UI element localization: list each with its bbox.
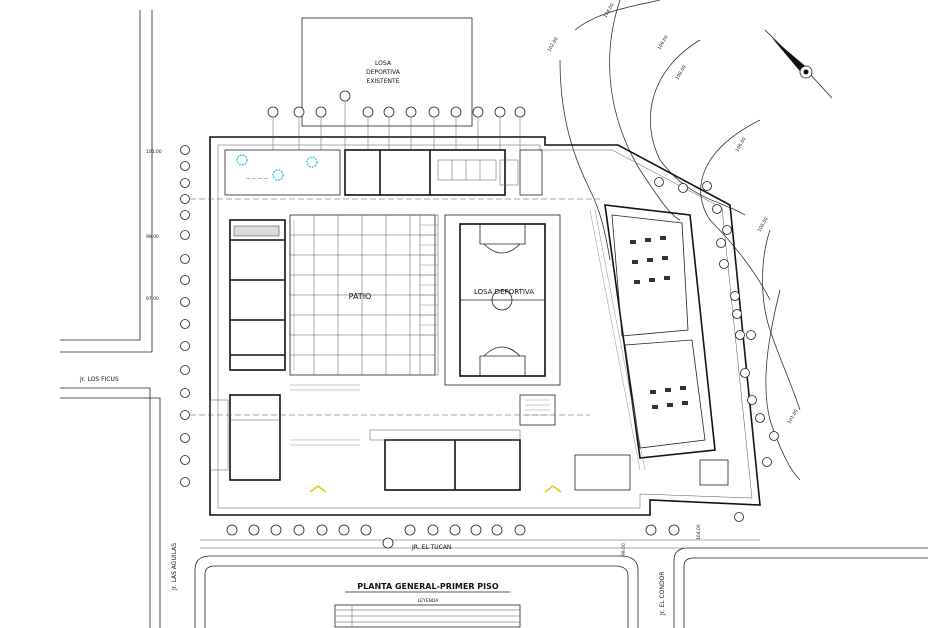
- svg-text:99.00: 99.00: [621, 543, 627, 556]
- left-classroom-block: [229, 219, 295, 371]
- sports-court: LOSA DEPORTIVA: [444, 214, 561, 386]
- svg-text:101.00: 101.00: [146, 149, 162, 155]
- street-el-condor: Jr. EL CONDOR: [659, 572, 666, 616]
- entrance-marker: [544, 485, 562, 493]
- svg-text:— — — —: — — — —: [246, 177, 269, 182]
- street-las-aguilas: Jr. LAS AGUILAS: [171, 543, 178, 591]
- street-los-ficus: Jr. LOS FICUS: [79, 376, 119, 383]
- legend-table: [334, 604, 521, 628]
- svg-text:104.00: 104.00: [603, 2, 616, 19]
- entrance-marker: [309, 485, 327, 493]
- legend-title: LEYENDA: [418, 598, 440, 604]
- svg-text:104.00: 104.00: [696, 524, 702, 540]
- grid-axes-top: [267, 90, 526, 150]
- svg-text:102.00: 102.00: [547, 36, 560, 53]
- lower-rooms: [369, 394, 631, 491]
- svg-text:97.00: 97.00: [146, 296, 159, 302]
- patio: PATIO: [289, 214, 436, 376]
- lower-left-block: [209, 384, 360, 481]
- grid-axes-right: [654, 177, 779, 522]
- site-boundary: [209, 136, 761, 516]
- svg-text:106.00: 106.00: [735, 136, 748, 153]
- svg-text:108.00: 108.00: [757, 216, 770, 233]
- existing-court-line-2: DEPORTIVA: [366, 69, 401, 76]
- street-el-tucan: JR. EL TUCAN: [411, 544, 451, 551]
- terrain-contours: [559, 0, 801, 481]
- level-labels: 101.00 99.00 97.00 102.00 104.00 106.00 …: [146, 2, 800, 556]
- existing-court-line-3: EXISTENTE: [367, 78, 400, 85]
- court-label: LOSA DEPORTIVA: [474, 288, 534, 296]
- existing-court: [301, 17, 473, 127]
- tree-icon: [306, 156, 318, 168]
- svg-text:99.00: 99.00: [146, 234, 159, 240]
- north-arrow: [764, 29, 833, 99]
- upper-rooms: [344, 149, 543, 196]
- grid-axes-bottom: [226, 524, 680, 549]
- svg-text:108.00: 108.00: [675, 64, 688, 81]
- stairs: [419, 214, 439, 376]
- planter-strip: — — — —: [224, 149, 341, 196]
- right-wing: [589, 204, 729, 486]
- street-lines: [60, 10, 928, 628]
- tree-icon: [272, 169, 284, 181]
- patio-label: PATIO: [349, 292, 372, 301]
- tree-icon: [236, 154, 248, 166]
- existing-court-line-1: LOSA: [375, 60, 392, 67]
- grid-axes-left: [180, 145, 600, 487]
- svg-text:106.00: 106.00: [657, 34, 670, 51]
- plan-title: PLANTA GENERAL-PRIMER PISO: [357, 582, 499, 591]
- svg-text:101.00: 101.00: [787, 408, 800, 425]
